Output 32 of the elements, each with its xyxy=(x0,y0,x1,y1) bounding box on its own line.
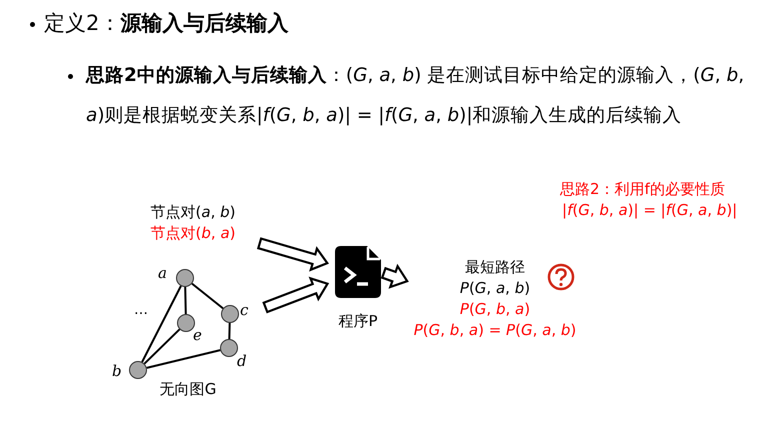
graph-edge xyxy=(184,286,187,314)
graph-edge xyxy=(228,322,231,340)
vertex-circle xyxy=(177,314,195,332)
vertex-letter: a xyxy=(158,264,167,282)
graph-edge xyxy=(141,286,182,362)
vertex-circle xyxy=(220,339,238,357)
vertex-circle xyxy=(129,361,147,379)
vertex-circle xyxy=(176,269,194,287)
block-arrow xyxy=(256,237,330,272)
graph-edge xyxy=(144,328,180,364)
title: 定义2：源输入与后续输入 xyxy=(44,10,288,37)
node-text: P(G, a, b) xyxy=(460,278,530,299)
node-text: P(G, b, a) = P(G, a, b) xyxy=(414,320,576,341)
vertex-letter: c xyxy=(240,301,248,319)
node-text: P(G, b, a) xyxy=(460,299,530,320)
block-arrow xyxy=(262,276,330,314)
node-text: 节点对(a, b) xyxy=(150,202,236,223)
node-text: 节点对(b, a) xyxy=(150,223,236,244)
ellipsis-text: … xyxy=(134,302,148,318)
caption-text: 程序P xyxy=(337,312,379,331)
node-text: 最短路径 xyxy=(465,257,525,278)
caption-text: 无向图G xyxy=(158,380,218,399)
bullet-text: 思路2中的源输入与后续输入：(G, a, b) 是在测试目标中给定的源输入，(G, b, a)则是根据蜕变关系|f(G, b, a)| = |f(G, a, b)|和源输入生成的后续输入 xyxy=(86,64,746,128)
vertex-letter: b xyxy=(112,362,122,380)
formula-text: |f(G, b, a)| = |f(G, a, b)| xyxy=(562,201,738,219)
block-arrow xyxy=(380,264,409,289)
vertex-letter: e xyxy=(193,326,202,344)
vertex-letter: d xyxy=(237,352,247,370)
graph-edge xyxy=(146,349,221,369)
graph-edge xyxy=(191,282,224,310)
note-text: 思路2：利用f的必要性质 xyxy=(560,180,725,199)
vertex-circle xyxy=(221,305,239,323)
